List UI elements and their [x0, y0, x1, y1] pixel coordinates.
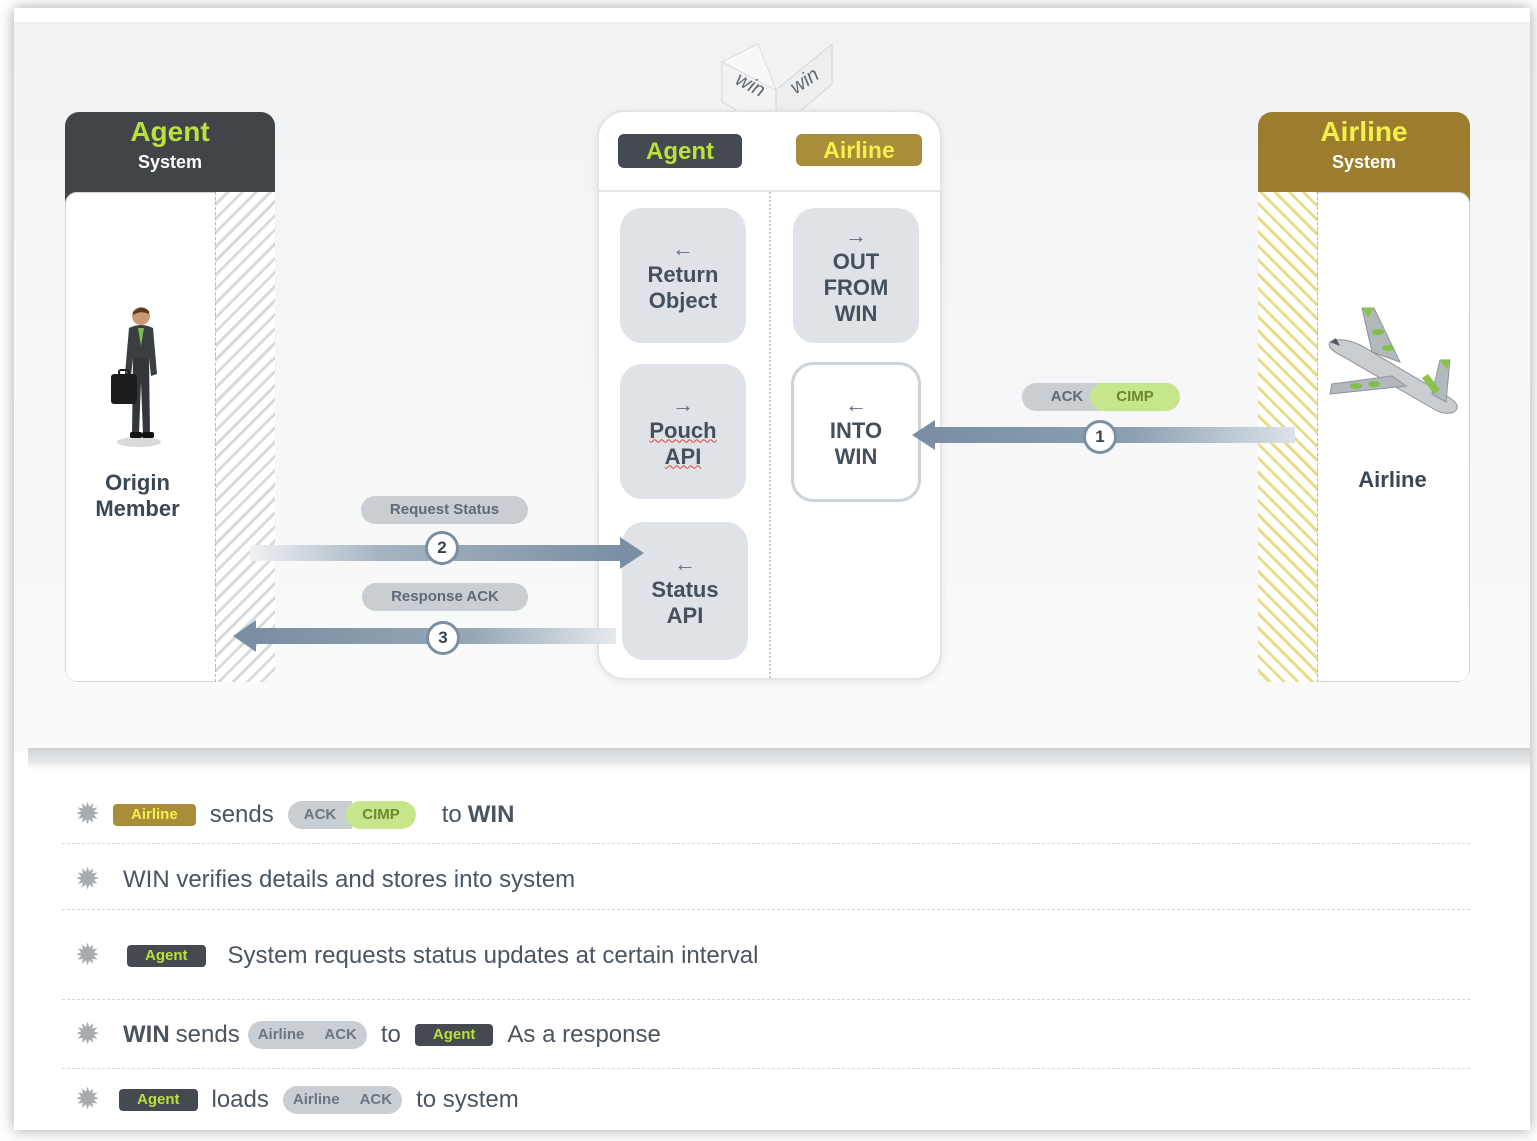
- airplane-icon: [1328, 307, 1458, 414]
- step-row-5: ✹ Agent loads Airline ACK to system: [75, 1082, 525, 1117]
- step-number-3: 3: [426, 621, 460, 655]
- airline-pill: Airline: [113, 803, 196, 826]
- agent-system-header: Agent System: [65, 112, 275, 200]
- row-divider: [62, 999, 1470, 1000]
- return-object-label: Return Object: [647, 261, 719, 313]
- left-arrow-icon: ←: [674, 551, 696, 576]
- left-arrow-icon: ←: [845, 392, 867, 417]
- step-number-1: 1: [1083, 420, 1117, 454]
- step4-text-to: to: [380, 1020, 401, 1048]
- agent-pill: Agent: [127, 944, 206, 967]
- pouch-api-box: → Pouch API: [620, 364, 746, 499]
- status-api-label: Status API: [651, 577, 719, 628]
- cimp-badge: CIMP: [346, 800, 416, 829]
- right-arrow-icon: →: [672, 391, 694, 417]
- agent-system-title: Agent: [130, 116, 210, 147]
- into-win-box: ← INTO WIN: [791, 362, 921, 502]
- pouch-api-label-line1: Pouch: [649, 417, 717, 443]
- airline-system-panel: Airline System: [1258, 112, 1470, 682]
- ack-badge: ACK: [287, 800, 353, 829]
- gear-icon: ✹: [75, 863, 101, 896]
- ack-badge: ACK: [314, 1020, 367, 1049]
- gear-icon: ✹: [75, 939, 101, 972]
- row-divider: [62, 1068, 1470, 1069]
- row-divider: [62, 909, 1470, 910]
- gear-icon: ✹: [75, 1018, 101, 1051]
- step1-text-sends: sends: [209, 800, 274, 828]
- out-from-win-box: → OUT FROM WIN: [793, 208, 919, 343]
- win-agent-tab: Agent: [618, 134, 742, 168]
- win-header-divider: [599, 190, 940, 192]
- left-arrow-icon: ←: [672, 235, 694, 261]
- status-api-box: ← Status API: [622, 522, 748, 660]
- step-row-1: ✹ Airline sends ACK CIMP to WIN: [75, 797, 514, 832]
- agent-system-subtitle: System: [137, 152, 203, 172]
- step4-text-win: WIN: [123, 1020, 170, 1048]
- step1-text-win: WIN: [467, 800, 515, 828]
- step-row-2: ✹ WIN verifies details and stores into s…: [75, 862, 581, 897]
- into-win-label: INTO WIN: [829, 418, 883, 469]
- businessman-icon: [111, 307, 161, 447]
- step5-text-to-system: to system: [416, 1085, 519, 1113]
- win-airline-tab: Airline: [796, 134, 922, 166]
- airline-system-subtitle: System: [1331, 152, 1397, 172]
- response-ack-tag: Response ACK: [362, 583, 528, 611]
- airline-badge: Airline: [247, 1020, 315, 1049]
- right-arrow-icon: →: [845, 222, 867, 248]
- step-number-2: 2: [425, 531, 459, 565]
- step4-text-sends: sends: [175, 1020, 240, 1048]
- gear-icon: ✹: [75, 798, 101, 831]
- step1-text-to: to: [441, 800, 462, 828]
- out-from-win-label: OUT FROM WIN: [823, 248, 889, 326]
- step2-text: WIN verifies details and stores into sys…: [123, 865, 576, 893]
- airline-badge: Airline: [282, 1085, 350, 1114]
- cimp-tag: CIMP: [1090, 383, 1180, 411]
- airline-system-title: Airline: [1320, 116, 1408, 147]
- airline-system-header: Airline System: [1258, 112, 1470, 200]
- step4-text-response: As a response: [507, 1020, 661, 1048]
- agent-system-body: [65, 192, 275, 682]
- pouch-api-label-line2: API: [664, 443, 702, 469]
- airline-label: Airline: [1358, 467, 1427, 492]
- origin-member-label: Origin Member: [95, 470, 180, 521]
- win-center-divider: [769, 192, 771, 678]
- arrow-step3: [233, 620, 616, 652]
- request-status-tag: Request Status: [361, 496, 528, 524]
- return-object-box: ← Return Object: [620, 208, 746, 343]
- ack-cimp-badge: ACK CIMP: [287, 800, 416, 829]
- agent-system-panel: Agent System: [65, 112, 275, 682]
- flow-arrows: [233, 420, 1295, 652]
- gear-icon: ✹: [75, 1083, 101, 1116]
- agent-pill: Agent: [414, 1023, 494, 1046]
- step5-text-loads: loads: [211, 1085, 269, 1113]
- ack-badge: ACK: [349, 1085, 403, 1114]
- step-row-3: ✹ Agent System requests status updates a…: [75, 938, 764, 973]
- airline-ack-badge: Airline ACK: [282, 1085, 403, 1114]
- agent-interface-strip: [215, 192, 275, 682]
- row-divider: [62, 843, 1470, 844]
- airline-ack-badge: Airline ACK: [247, 1020, 367, 1049]
- agent-pill: Agent: [119, 1088, 198, 1111]
- step-row-4: ✹ WIN sends Airline ACK to Agent As a re…: [75, 1017, 667, 1052]
- step3-text: System requests status updates at certai…: [227, 941, 759, 969]
- section-divider: [28, 748, 1530, 770]
